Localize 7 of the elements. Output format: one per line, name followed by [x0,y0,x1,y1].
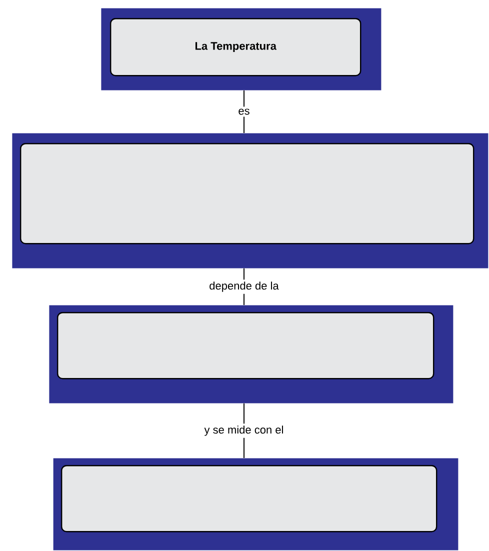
text-box: La Temperatura [110,18,362,76]
edge-label: depende de la [207,280,281,294]
edge-label: y se mide con el [202,424,286,438]
text-box [57,312,434,380]
text-box [20,143,474,244]
text-box [61,465,438,532]
edge-label: es [236,106,252,117]
